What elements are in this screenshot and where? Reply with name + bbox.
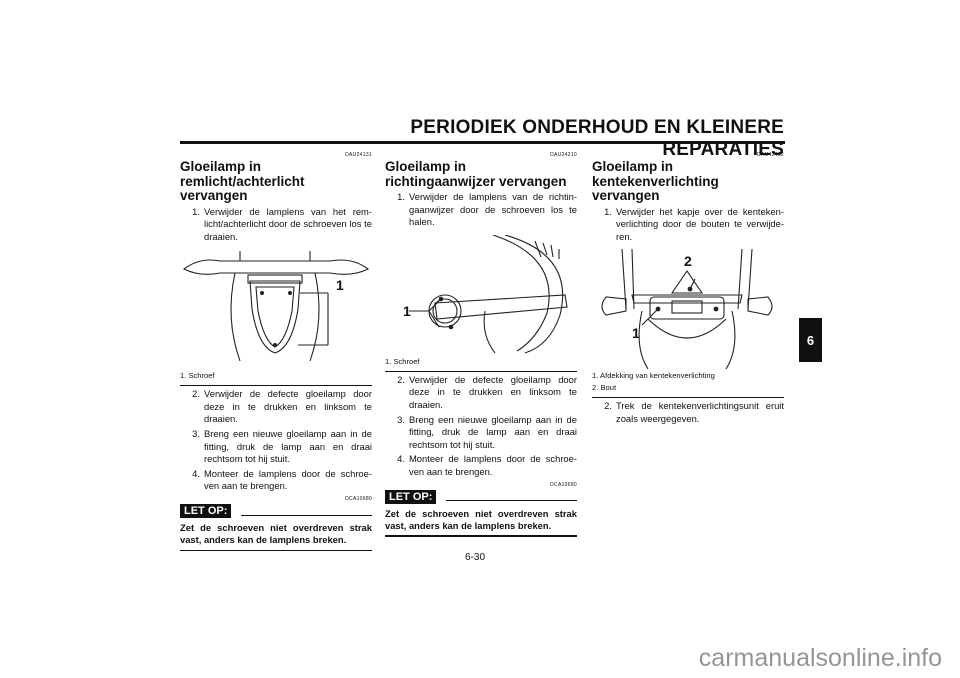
step-item: 4. Monteer de lamplens door de schroe-ve… — [180, 468, 372, 493]
step-text: Breng een nieuwe gloeilamp aan in de fit… — [204, 428, 372, 465]
step-number: 1. — [397, 191, 405, 202]
section-code: DAU24131 — [345, 152, 372, 158]
step-number: 2. — [397, 373, 405, 385]
section-code: DAU42482 — [757, 152, 784, 158]
header-rule — [180, 141, 785, 144]
watermark: carmanualsonline.info — [698, 644, 942, 672]
caution-badge: LET OP: — [385, 489, 437, 504]
step-text: Breng een nieuwe gloeilamp aan in de fit… — [409, 413, 577, 450]
caution-text: Zet de schroeven niet overdreven strak v… — [385, 507, 577, 531]
section-brake-light: DAU24131 Gloeilamp in remlicht/achterlic… — [180, 152, 372, 552]
step-item: 1. Verwijder het kapje over de kenteken-… — [592, 206, 784, 244]
section-turn-signal: DAU24210 Gloeilamp in richtingaanwijzer … — [385, 152, 577, 537]
step-item: 2. Trek de kentekenverlichtingsunit erui… — [592, 400, 784, 425]
step-text: Verwijder het kapje over de kenteken-ver… — [616, 205, 784, 242]
figure-license-light: 2 1 — [592, 249, 784, 370]
caution-line — [241, 514, 372, 516]
page-number: 6-30 — [465, 552, 486, 563]
chapter-tab: 6 — [799, 318, 822, 362]
caution-end-rule — [385, 535, 577, 537]
section-code: DAU24210 — [550, 152, 577, 158]
step-text: Verwijder de lamplens van het rem-licht/… — [204, 205, 372, 242]
caption-rule — [180, 385, 372, 387]
figure-tail-light: 1 — [180, 249, 372, 369]
figure-caption: 1. Schroef — [180, 371, 215, 381]
step-item: 1. Verwijder de lamplens van de richtin-… — [385, 191, 577, 229]
caption-rule — [592, 397, 784, 399]
section-license-light: DAU42482 Gloeilamp in kentekenverlichtin… — [592, 152, 784, 425]
caution-code: DCA10680 — [345, 496, 372, 503]
step-number: 3. — [192, 428, 200, 440]
caution-text: Zet de schroeven niet overdreven strak v… — [180, 522, 372, 546]
section-title: Gloeilamp in richtingaanwijzer vervangen — [385, 159, 567, 189]
caution-end-rule — [180, 549, 372, 552]
step-number: 2. — [192, 388, 200, 400]
step-text: Monteer de lamplens door de schroe-ven a… — [204, 467, 372, 492]
figure-caption: 2. Bout — [592, 383, 617, 393]
caution-badge: LET OP: — [180, 504, 232, 519]
step-number: 4. — [397, 453, 405, 465]
page-header-title: PERIODIEK ONDERHOUD EN KLEINERE REPARATI… — [410, 117, 784, 160]
callout-label: 1 — [632, 325, 640, 342]
figure-caption: 1. Afdekking van kentekenverlichting — [592, 371, 715, 381]
step-number: 1. — [192, 205, 200, 217]
caution-header: LET OP: — [180, 504, 372, 519]
caption-rule — [385, 370, 577, 372]
step-text: Verwijder de defecte gloeilamp door deze… — [204, 388, 372, 425]
step-item: 2. Verwijder de defecte gloeilamp door d… — [385, 374, 577, 412]
callout-label: 1 — [403, 302, 411, 319]
step-item: 4. Monteer de lamplens door de schroe-ve… — [385, 453, 577, 478]
section-title: Gloeilamp in remlicht/achterlicht vervan… — [180, 159, 305, 203]
step-text: Verwijder de defecte gloeilamp door deze… — [409, 373, 577, 410]
step-text: Monteer de lamplens door de schroe-ven a… — [409, 453, 577, 477]
step-number: 3. — [397, 413, 405, 425]
callout-label: 1 — [336, 277, 344, 294]
callout-label: 2 — [684, 253, 692, 270]
step-item: 3. Breng een nieuwe gloeilamp aan in de … — [180, 428, 372, 466]
figure-caption: 1. Schroef — [385, 356, 420, 366]
caution-header: LET OP: — [385, 489, 577, 504]
step-item: 2. Verwijder de defecte gloeilamp door d… — [180, 388, 372, 426]
section-title: Gloeilamp in kentekenverlichting vervang… — [592, 159, 719, 203]
figure-turn-signal: 1 — [385, 234, 577, 355]
step-item: 1. Verwijder de lamplens van het rem-lic… — [180, 206, 372, 244]
caution-line — [446, 500, 577, 502]
step-number: 1. — [604, 205, 612, 217]
caution-code: DCA10680 — [550, 481, 577, 488]
step-number: 4. — [192, 467, 200, 479]
step-item: 3. Breng een nieuwe gloeilamp aan in de … — [385, 414, 577, 452]
step-text: Trek de kentekenverlichtingsunit eruit z… — [616, 400, 784, 424]
step-text: Verwijder de lamplens van de richtin-gaa… — [409, 191, 577, 228]
step-number: 2. — [604, 400, 612, 412]
